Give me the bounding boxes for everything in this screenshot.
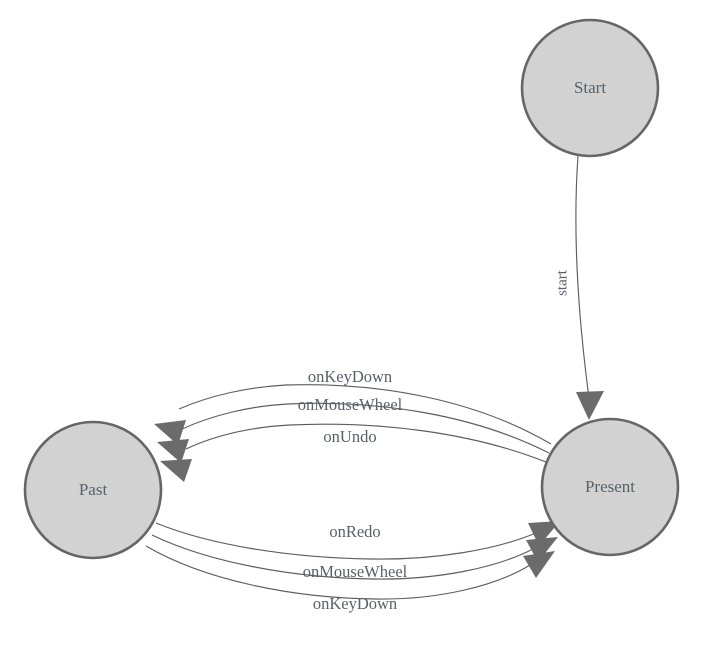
edge-start-to-present-path bbox=[575, 155, 590, 399]
edge-label-past-present-onmousewheel: onMouseWheel bbox=[303, 562, 408, 581]
edge-label-start: start bbox=[554, 269, 570, 296]
edge-present-to-past-onkeydown[interactable]: onKeyDown bbox=[154, 367, 552, 445]
edge-past-to-present-onkeydown[interactable]: onKeyDown bbox=[145, 545, 555, 613]
node-past-label: Past bbox=[79, 480, 108, 499]
edge-label-present-past-onundo: onUndo bbox=[323, 427, 376, 446]
edge-present-to-past-onundo[interactable]: onUndo bbox=[160, 423, 547, 482]
edge-present-to-past-onundo-path bbox=[185, 423, 547, 463]
edge-label-past-present-onredo: onRedo bbox=[329, 522, 380, 541]
edge-past-to-present-onmousewheel-arrowhead bbox=[526, 537, 558, 562]
edge-present-to-past-onmousewheel-arrowhead bbox=[157, 439, 189, 463]
node-present[interactable]: Present bbox=[540, 417, 680, 557]
edge-present-to-past-onmousewheel[interactable]: onMouseWheel bbox=[157, 395, 550, 463]
node-past-circle bbox=[23, 420, 163, 560]
node-start-circle bbox=[520, 18, 660, 158]
node-start-label: Start bbox=[574, 78, 606, 97]
edge-past-to-present-onredo-path bbox=[155, 522, 537, 560]
edge-present-to-past-onkeydown-arrowhead bbox=[154, 420, 186, 445]
edge-start-to-present[interactable]: start bbox=[554, 155, 604, 420]
node-present-label: Present bbox=[585, 477, 635, 496]
node-past[interactable]: Past bbox=[23, 420, 163, 560]
edge-past-to-present-onmousewheel[interactable]: onMouseWheel bbox=[151, 534, 558, 581]
edge-label-present-past-onkeydown: onKeyDown bbox=[308, 367, 392, 386]
edge-past-to-present-onkeydown-path bbox=[145, 545, 531, 600]
edge-label-present-past-onmousewheel: onMouseWheel bbox=[298, 395, 403, 414]
edge-past-to-present-onkeydown-arrowhead bbox=[523, 551, 555, 578]
edge-present-to-past-onkeydown-path bbox=[178, 384, 552, 445]
edge-past-to-present-onredo-arrowhead bbox=[528, 521, 560, 546]
node-present-circle bbox=[540, 417, 680, 557]
edge-start-to-present-arrowhead bbox=[576, 391, 604, 420]
node-start[interactable]: Start bbox=[520, 18, 660, 158]
edge-label-past-present-onkeydown: onKeyDown bbox=[313, 594, 397, 613]
edge-past-to-present-onmousewheel-path bbox=[151, 534, 534, 580]
edge-past-to-present-onredo[interactable]: onRedo bbox=[155, 521, 560, 560]
edge-present-to-past-onundo-arrowhead bbox=[160, 459, 192, 482]
edge-present-to-past-onmousewheel-path bbox=[181, 402, 550, 454]
